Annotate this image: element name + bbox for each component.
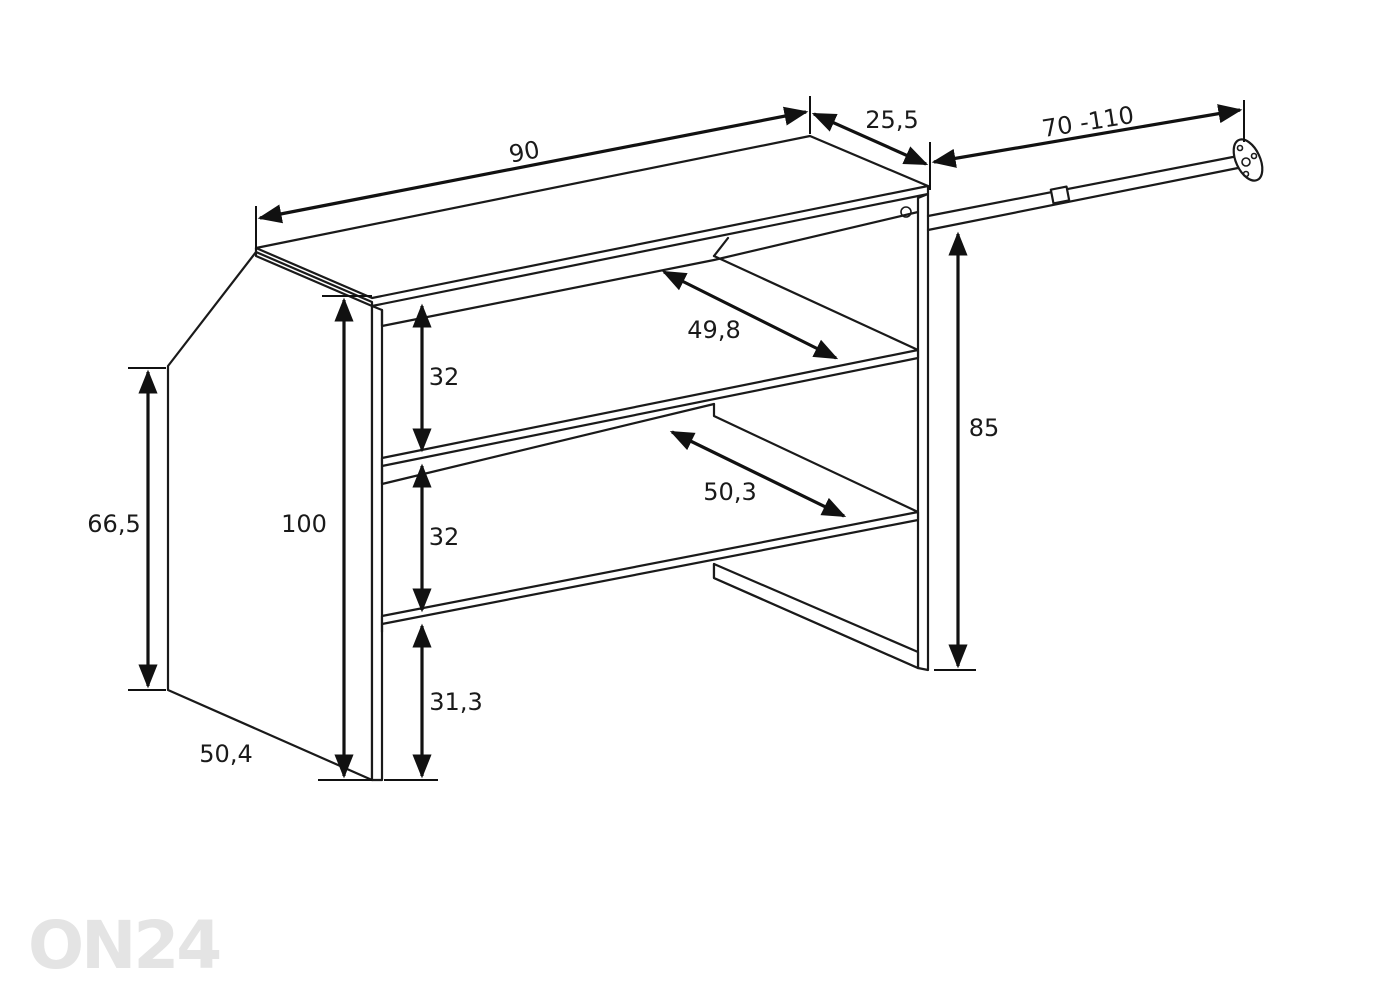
shelf-unit	[166, 134, 930, 782]
back-interior-lines	[712, 254, 920, 670]
right-side-panel	[916, 192, 930, 672]
watermark-logo: ON24	[28, 907, 219, 984]
label-total-height: 100	[281, 510, 327, 538]
shelf-lower	[380, 510, 920, 626]
shelf-upper-side	[380, 402, 716, 486]
shelf-upper	[380, 348, 920, 468]
top-board	[254, 134, 930, 300]
top-inner-edge	[380, 210, 920, 328]
label-gap-bottom: 31,3	[429, 688, 482, 716]
rod-wall-bracket	[1232, 138, 1264, 182]
label-depth: 25,5	[865, 106, 918, 134]
dimension-labels: 90 25,5 70 -110 49,8 50,3 32 32 31,3 100…	[87, 101, 1136, 768]
dimension-lines	[128, 96, 1245, 781]
dim-depth	[811, 112, 929, 166]
label-side-height: 66,5	[87, 510, 140, 538]
left-side-panel	[166, 250, 374, 782]
screw-hole	[900, 206, 912, 218]
dim-shelf-depth-top	[661, 270, 839, 360]
rod-joint	[1049, 185, 1071, 205]
label-gap-top: 32	[429, 363, 460, 391]
label-gap-middle: 32	[429, 523, 460, 551]
label-shelf-depth-bottom: 50,3	[703, 478, 756, 506]
front-left-post	[370, 304, 384, 782]
hanging-rod	[926, 138, 1264, 232]
label-base-depth: 50,4	[199, 740, 252, 768]
label-shelf-depth-top: 49,8	[687, 316, 740, 344]
label-width: 90	[507, 135, 542, 168]
dim-width	[257, 106, 809, 224]
dim-shelf-depth-bottom	[669, 430, 847, 518]
label-inner-height: 85	[969, 414, 1000, 442]
rear-foot-panel	[712, 562, 920, 670]
back-interior-upper	[712, 236, 730, 258]
dim-rod	[931, 104, 1243, 168]
